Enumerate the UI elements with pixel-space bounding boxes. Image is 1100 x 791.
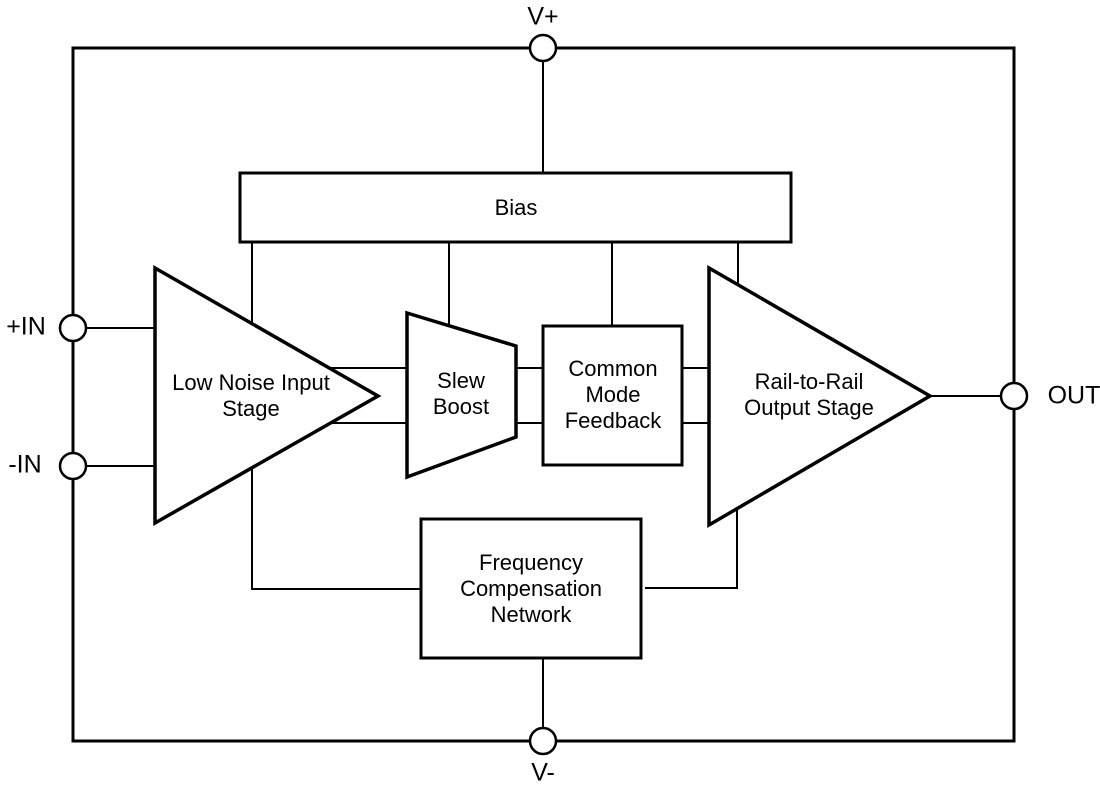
vminus-label: V- <box>531 758 555 787</box>
block-shapes <box>153 171 934 660</box>
bias-block <box>238 171 793 244</box>
output-stage-triangle <box>707 264 934 529</box>
wires <box>73 48 1014 741</box>
inminus-terminal-circle <box>58 451 88 481</box>
vminus-terminal-circle <box>528 726 558 756</box>
bias-label: Bias <box>494 195 538 220</box>
cmf-block <box>541 324 684 467</box>
inminus-label: -IN <box>8 450 42 479</box>
wire-feedback-left <box>251 455 430 590</box>
vplus-terminal-circle <box>528 33 558 63</box>
input-stage-label: Low Noise Input Stage <box>172 370 330 421</box>
vplus-label: V+ <box>527 2 559 31</box>
slew-boost-trapezoid <box>405 310 518 480</box>
input-stage-triangle <box>153 264 382 527</box>
wire-feedback-right <box>645 500 738 589</box>
inplus-terminal-circle <box>58 313 88 343</box>
output-stage-label: Rail-to-Rail Output Stage <box>744 369 874 420</box>
out-label: OUT <box>1047 381 1100 410</box>
slew-boost-label: Slew Boost <box>432 368 490 419</box>
fcn-label: Frequency Compensation Network <box>460 550 602 627</box>
fcn-block <box>419 517 643 660</box>
out-terminal-circle <box>999 381 1029 411</box>
terminal-pads <box>58 33 1029 756</box>
inplus-label: +IN <box>6 312 46 341</box>
cmf-label: Common Mode Feedback <box>564 356 662 433</box>
